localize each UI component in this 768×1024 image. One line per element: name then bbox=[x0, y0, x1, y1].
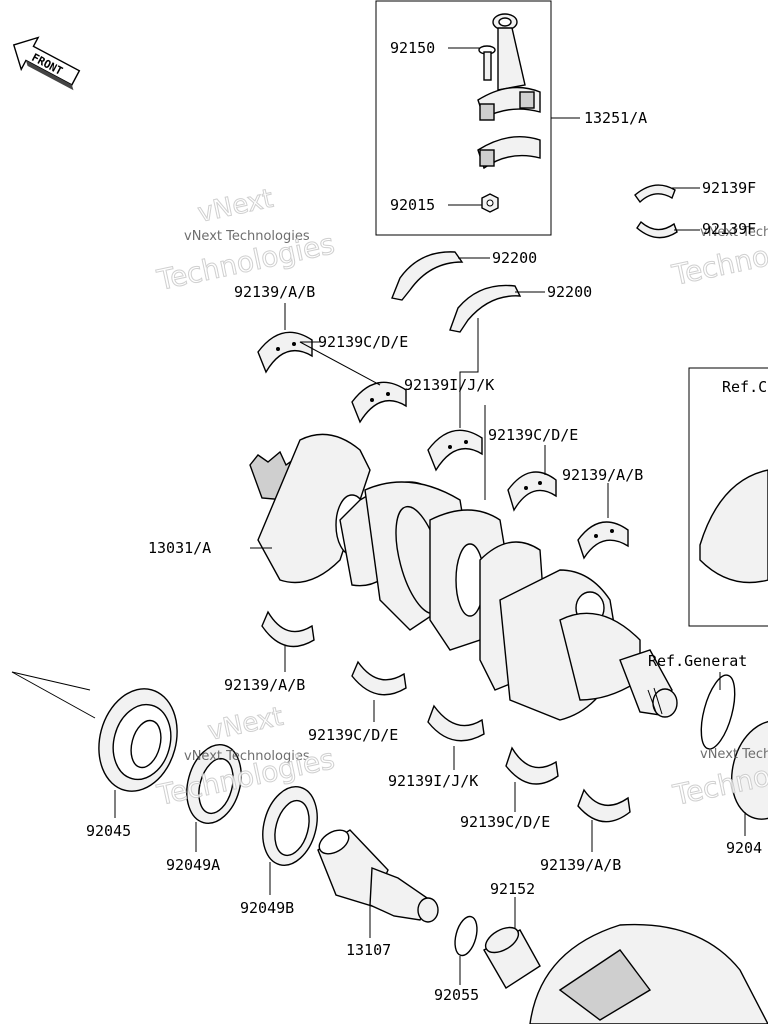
label-13031: 13031/A bbox=[148, 539, 211, 557]
label-92015: 92015 bbox=[390, 196, 435, 214]
bearing-shell-92139F-a bbox=[634, 184, 676, 204]
connecting-rod bbox=[477, 13, 541, 121]
oil-seal-92049A bbox=[186, 744, 242, 824]
label-92049B: 92049B bbox=[240, 899, 294, 917]
label-92139AB-3: 92139/A/B bbox=[224, 676, 305, 694]
label-92139AB-2: 92139/A/B bbox=[562, 466, 643, 484]
ball-bearing-92045 bbox=[98, 688, 178, 792]
con-rod-cap bbox=[477, 135, 541, 170]
watermark-top: vNext vNext Technologies Technologies bbox=[153, 183, 338, 297]
main-bearing-shell-upper-1 bbox=[257, 331, 313, 374]
watermark-brand: vNext bbox=[195, 184, 276, 229]
label-92055: 92055 bbox=[434, 986, 479, 1004]
collar-92152 bbox=[483, 926, 541, 989]
label-92150: 92150 bbox=[390, 39, 435, 57]
label-92139CDE-1: 92139C/D/E bbox=[318, 333, 408, 351]
label-92200-b: 92200 bbox=[547, 283, 592, 301]
o-ring-92055 bbox=[454, 915, 478, 957]
label-92139F-a: 92139F bbox=[702, 179, 756, 197]
watermark-line1-mid: vNext Technologies bbox=[184, 749, 310, 764]
watermark-brand-mid: vNext bbox=[205, 702, 286, 747]
ref-detail-crank-fragment bbox=[699, 469, 768, 584]
label-92139IJK-2: 92139I/J/K bbox=[388, 772, 478, 790]
con-rod-bolt bbox=[478, 45, 496, 81]
main-bearing-shell-lower-5 bbox=[577, 788, 631, 823]
watermark-line1-right: vNext Technologies bbox=[700, 225, 768, 240]
main-bearing-shell-upper-5 bbox=[577, 521, 629, 560]
shaft-13107 bbox=[317, 829, 439, 923]
label-92200-a: 92200 bbox=[492, 249, 537, 267]
front-arrow-icon: FRONT bbox=[12, 36, 81, 91]
main-bearing-shell-lower-3 bbox=[427, 704, 485, 742]
label-92139IJK-1: 92139I/J/K bbox=[404, 376, 494, 394]
ref-generator-label: Ref.Generat bbox=[648, 652, 747, 670]
crankshaft bbox=[249, 433, 678, 721]
ref-c-label: Ref.C bbox=[722, 378, 767, 396]
label-92139CDE-2: 92139C/D/E bbox=[488, 426, 578, 444]
label-92049A: 92049A bbox=[166, 856, 220, 874]
crankshaft-end-thread bbox=[647, 687, 678, 718]
label-92139CDE-3: 92139C/D/E bbox=[308, 726, 398, 744]
main-bearing-shell-lower-1 bbox=[261, 610, 315, 648]
label-92139AB-4: 92139/A/B bbox=[540, 856, 621, 874]
bearing-right-fragment bbox=[731, 720, 768, 820]
label-9204x: 9204 bbox=[726, 839, 762, 857]
label-13107: 13107 bbox=[346, 941, 391, 959]
label-92045: 92045 bbox=[86, 822, 131, 840]
bearing-shell-92139F-b bbox=[636, 220, 678, 239]
main-bearing-shell-lower-4 bbox=[505, 746, 559, 785]
con-rod-nut bbox=[481, 193, 499, 213]
thrust-washer-upper bbox=[391, 251, 464, 301]
label-92139CDE-4: 92139C/D/E bbox=[460, 813, 550, 831]
watermark-line1-right-mid: vNext Technologies bbox=[700, 747, 768, 762]
label-92139F-b: 92139F bbox=[702, 220, 756, 238]
main-bearing-shell-upper-3 bbox=[427, 429, 483, 472]
oil-seal-92049B bbox=[262, 786, 318, 866]
main-bearing-shell-lower-2 bbox=[351, 660, 407, 696]
ref-detail-box bbox=[688, 367, 768, 627]
thrust-washer-lower bbox=[449, 284, 522, 333]
watermark-line1: vNext Technologies bbox=[184, 229, 310, 244]
label-92152: 92152 bbox=[490, 880, 535, 898]
label-92139AB-1: 92139/A/B bbox=[234, 283, 315, 301]
main-bearing-shell-upper-4 bbox=[507, 471, 557, 512]
label-13251: 13251/A bbox=[584, 109, 647, 127]
o-ring-right bbox=[700, 674, 736, 750]
generator-rotor bbox=[529, 923, 768, 1024]
main-bearing-shell-upper-2 bbox=[351, 381, 407, 424]
